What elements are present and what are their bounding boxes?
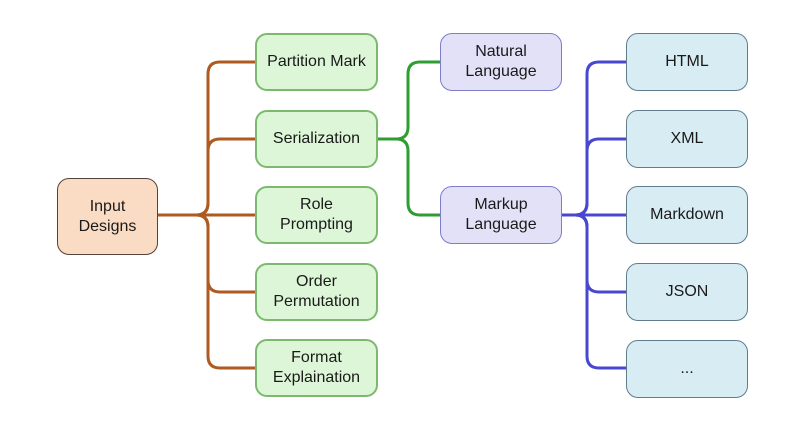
node-natural-language: Natural Language <box>440 33 562 91</box>
node-input-designs: Input Designs <box>57 178 158 255</box>
edge-serialization-natural-language <box>376 60 442 141</box>
node-partition-mark: Partition Mark <box>255 33 378 91</box>
node-ellipsis: ... <box>626 340 748 398</box>
edge-markup-html <box>560 60 628 217</box>
edge-root-order-permutation <box>156 213 257 294</box>
node-html: HTML <box>626 33 748 91</box>
node-xml: XML <box>626 110 748 168</box>
edge-serialization-markup-language <box>376 137 442 217</box>
edge-markup-ellipsis <box>560 213 628 370</box>
node-json: JSON <box>626 263 748 321</box>
node-order-permutation: Order Permutation <box>255 263 378 321</box>
edge-markup-json <box>560 213 628 294</box>
edge-root-partition-mark <box>156 60 257 217</box>
edge-root-format-explaination <box>156 213 257 370</box>
edge-root-serialization <box>156 137 257 217</box>
node-markdown: Markdown <box>626 186 748 244</box>
edge-markup-xml <box>560 137 628 217</box>
node-markup-language: Markup Language <box>440 186 562 244</box>
node-serialization: Serialization <box>255 110 378 168</box>
node-format-explaination: Format Explaination <box>255 339 378 397</box>
node-role-prompting: Role Prompting <box>255 186 378 244</box>
